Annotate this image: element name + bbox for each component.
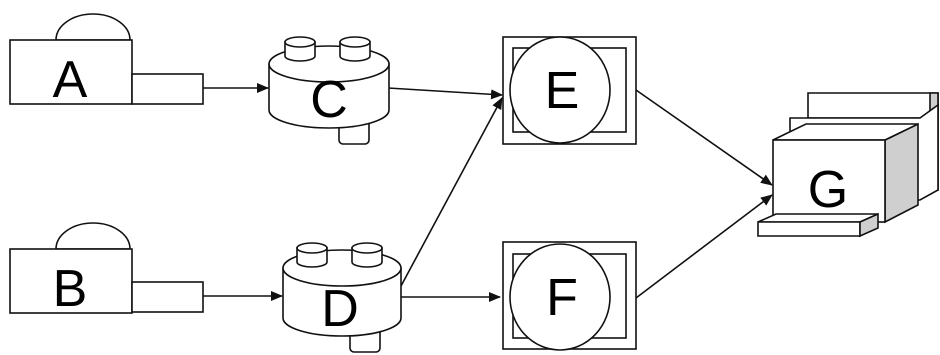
camera-icon xyxy=(9,13,204,105)
node-c: C xyxy=(268,36,390,145)
node-f-label: F xyxy=(546,269,578,327)
processor-unit-icon xyxy=(282,242,402,353)
edges xyxy=(203,83,773,302)
processor-unit-icon xyxy=(268,36,390,145)
edge-d-e xyxy=(400,97,503,287)
edge-f-g xyxy=(635,194,773,299)
edge-c-e xyxy=(387,87,503,100)
node-b-label: B xyxy=(53,260,88,318)
monitor-icon xyxy=(502,36,637,145)
monitor-icon xyxy=(502,241,637,351)
edge-e-g xyxy=(635,89,773,186)
camera-icon xyxy=(9,222,204,314)
computer-icon xyxy=(757,92,939,238)
node-f: F xyxy=(502,241,637,351)
node-g: G xyxy=(757,92,939,238)
node-g-label: G xyxy=(808,161,848,219)
node-e: E xyxy=(502,36,637,145)
node-b: B xyxy=(9,222,204,318)
node-d: D xyxy=(282,242,402,353)
node-a: A xyxy=(9,13,204,109)
node-e-label: E xyxy=(545,62,580,120)
node-d-label: D xyxy=(321,280,359,338)
node-c-label: C xyxy=(310,71,348,129)
node-a-label: A xyxy=(53,51,88,109)
